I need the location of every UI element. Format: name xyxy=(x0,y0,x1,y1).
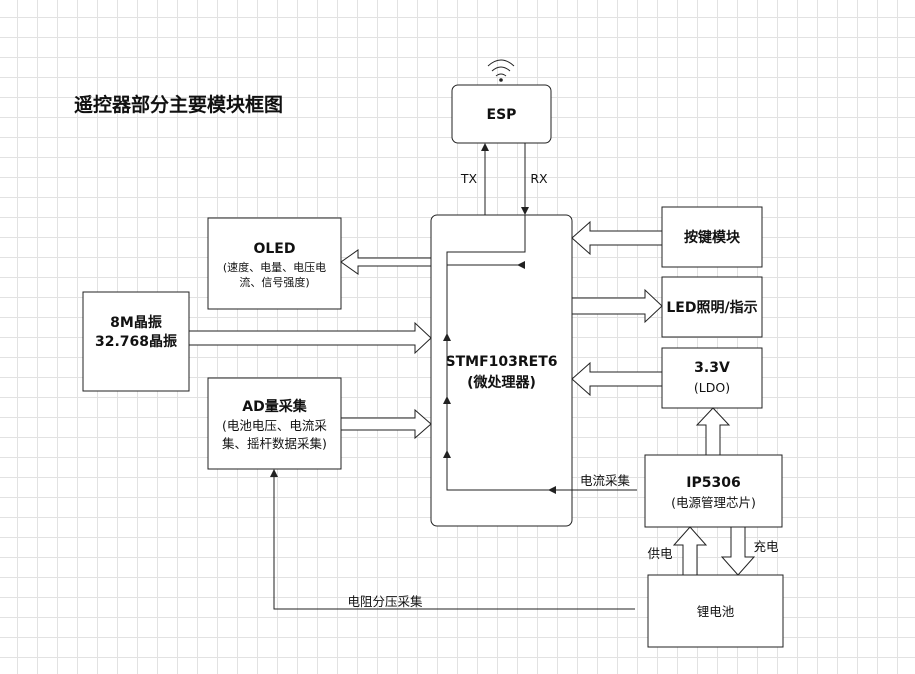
keys-block: 按键模块 xyxy=(661,206,763,268)
ad-to-mcu-arrow xyxy=(340,408,432,440)
battery-block: 锂电池 xyxy=(647,574,784,648)
tx-line: TX xyxy=(460,143,489,215)
oled-label: OLED xyxy=(253,241,295,257)
esp-block: ESP xyxy=(451,84,552,144)
led-label: LED照明/指示 xyxy=(666,299,757,316)
mcu-block: STMF103RET6 (微处理器) xyxy=(430,214,573,527)
ad-desc-line2: 集、摇杆数据采集) xyxy=(222,436,327,451)
pmic-to-ldo-arrow xyxy=(695,407,731,456)
supply-label: 供电 xyxy=(647,546,673,561)
tx-label: TX xyxy=(460,171,478,186)
divider-sense-label: 电阻分压采集 xyxy=(347,594,423,609)
keys-label: 按键模块 xyxy=(684,229,741,246)
current-sense-label: 电流采集 xyxy=(580,473,631,488)
divider-sense-line: 电阻分压采集 xyxy=(270,469,635,610)
wifi-icon xyxy=(487,59,515,82)
crystal-to-mcu-arrow xyxy=(188,321,432,355)
rx-line: RX xyxy=(521,143,548,215)
crystal-block: 8M晶振 32.768晶振 xyxy=(82,291,190,392)
ldo-block: 3.3V (LDO) xyxy=(661,347,763,409)
ad-desc-line1: (电池电压、电流采 xyxy=(222,418,327,433)
charge-label: 充电 xyxy=(753,539,779,554)
ldo-line1: 3.3V xyxy=(694,360,730,376)
diagram-title: 遥控器部分主要模块框图 xyxy=(74,93,283,116)
mcu-internal-wires xyxy=(443,215,637,494)
crystal-line2: 32.768晶振 xyxy=(95,333,177,350)
crystal-line1: 8M晶振 xyxy=(110,314,162,331)
ad-block: AD量采集 (电池电压、电流采 集、摇杆数据采集) xyxy=(207,377,342,470)
led-block: LED照明/指示 xyxy=(661,276,763,338)
battery-label: 锂电池 xyxy=(697,604,735,619)
charge-arrow xyxy=(720,526,756,576)
pmic-line2: (电源管理芯片) xyxy=(671,495,756,510)
mcu-name: STMF103RET6 xyxy=(446,354,558,370)
mcu-desc: (微处理器) xyxy=(467,374,536,391)
pmic-block: IP5306 (电源管理芯片) xyxy=(644,454,783,528)
mcu-to-led-arrow xyxy=(571,288,663,324)
supply-arrow xyxy=(672,526,708,576)
oled-desc-line2: 流、信号强度) xyxy=(239,275,309,289)
oled-desc-line1: (速度、电量、电压电 xyxy=(223,260,326,274)
ldo-line2: (LDO) xyxy=(694,380,730,395)
esp-label: ESP xyxy=(487,107,517,123)
keys-to-mcu-arrow xyxy=(571,220,663,256)
ad-label: AD量采集 xyxy=(242,398,307,415)
oled-block: OLED (速度、电量、电压电 流、信号强度) xyxy=(207,217,342,310)
pmic-line1: IP5306 xyxy=(686,475,740,491)
mcu-to-oled-arrow xyxy=(340,249,432,275)
ldo-to-mcu-arrow xyxy=(571,361,663,397)
rx-label: RX xyxy=(530,171,548,186)
